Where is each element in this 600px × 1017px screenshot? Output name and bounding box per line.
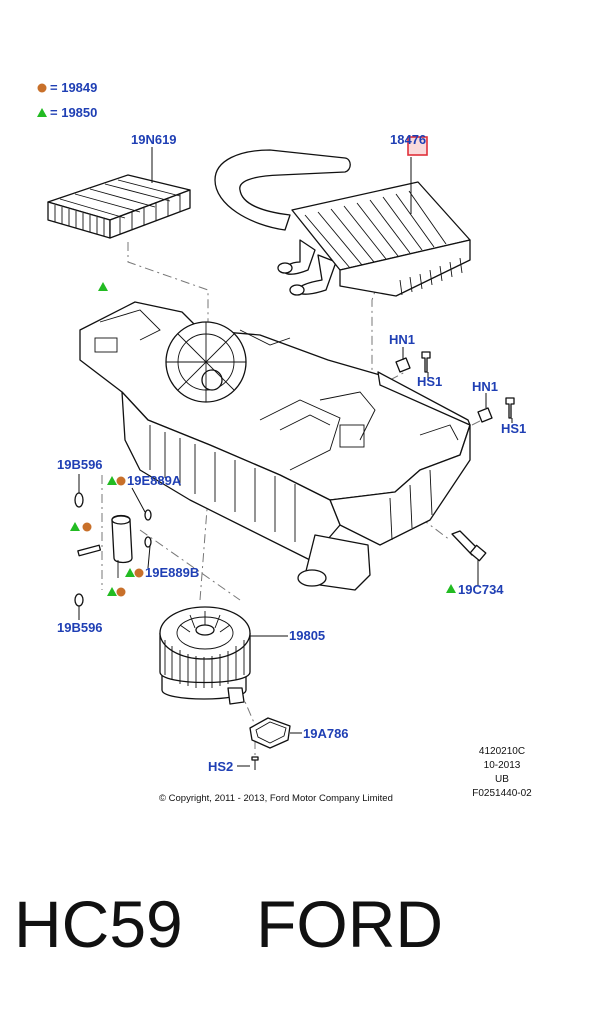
fastener-set-lower — [477, 393, 515, 423]
reference-block: 4120210C 10-2013 UB F0251440-02 — [472, 746, 532, 799]
blower-motor — [159, 606, 288, 705]
screw-hs2 — [237, 756, 259, 770]
heater-core — [214, 149, 471, 297]
label-hs1-upper: HS1 — [417, 374, 442, 389]
legend-code-19849: = 19849 — [50, 80, 97, 95]
green-triangle-icon — [107, 587, 117, 596]
label-heater-core: 18476 — [390, 132, 426, 147]
green-triangle-icon — [37, 108, 47, 117]
orange-dot-icon — [134, 568, 144, 578]
label-hn1-upper: HN1 — [389, 332, 415, 347]
copyright-notice: © Copyright, 2011 - 2013, Ford Motor Com… — [159, 793, 393, 804]
orange-dot-icon — [37, 83, 47, 93]
green-triangle-icon — [70, 522, 80, 531]
label-hs2: HS2 — [208, 759, 233, 774]
hvac-housing — [79, 282, 471, 591]
label-o-ring-lower: 19B596 — [57, 620, 103, 635]
label-blower-motor: 19805 — [289, 628, 325, 643]
label-hn1-lower: HN1 — [472, 379, 498, 394]
fastener-set-upper — [395, 347, 431, 378]
green-triangle-icon — [98, 282, 108, 291]
label-hs1-lower: HS1 — [501, 421, 526, 436]
label-resistor: 19A786 — [303, 726, 349, 741]
ref-line-4: F0251440-02 — [472, 788, 532, 799]
ref-line-2: 10-2013 — [484, 760, 521, 771]
label-temp-sensor: 19C734 — [458, 582, 504, 597]
ref-line-3: UB — [495, 774, 509, 785]
green-triangle-icon — [107, 476, 117, 485]
orange-dot-icon — [116, 476, 126, 486]
highlight-box — [407, 136, 428, 156]
temperature-sensor — [446, 530, 487, 593]
expansion-valve-group — [70, 474, 152, 620]
orange-dot-icon — [82, 522, 92, 532]
blower-resistor — [249, 717, 302, 749]
cabin-air-filter — [47, 147, 191, 239]
legend-code-19850: = 19850 — [50, 105, 97, 120]
label-cabin-filter: 19N619 — [131, 132, 177, 147]
green-triangle-icon — [125, 568, 135, 577]
legend: = 19849 = 19850 — [37, 80, 97, 120]
label-o-ring-upper: 19B596 — [57, 457, 103, 472]
label-seal-a: 19E889A — [127, 473, 182, 488]
green-triangle-icon — [446, 584, 456, 593]
caption: HC59 FORD — [14, 887, 444, 961]
label-seal-b: 19E889B — [145, 565, 199, 580]
ref-line-1: 4120210C — [479, 746, 525, 757]
orange-dot-icon — [116, 587, 126, 597]
